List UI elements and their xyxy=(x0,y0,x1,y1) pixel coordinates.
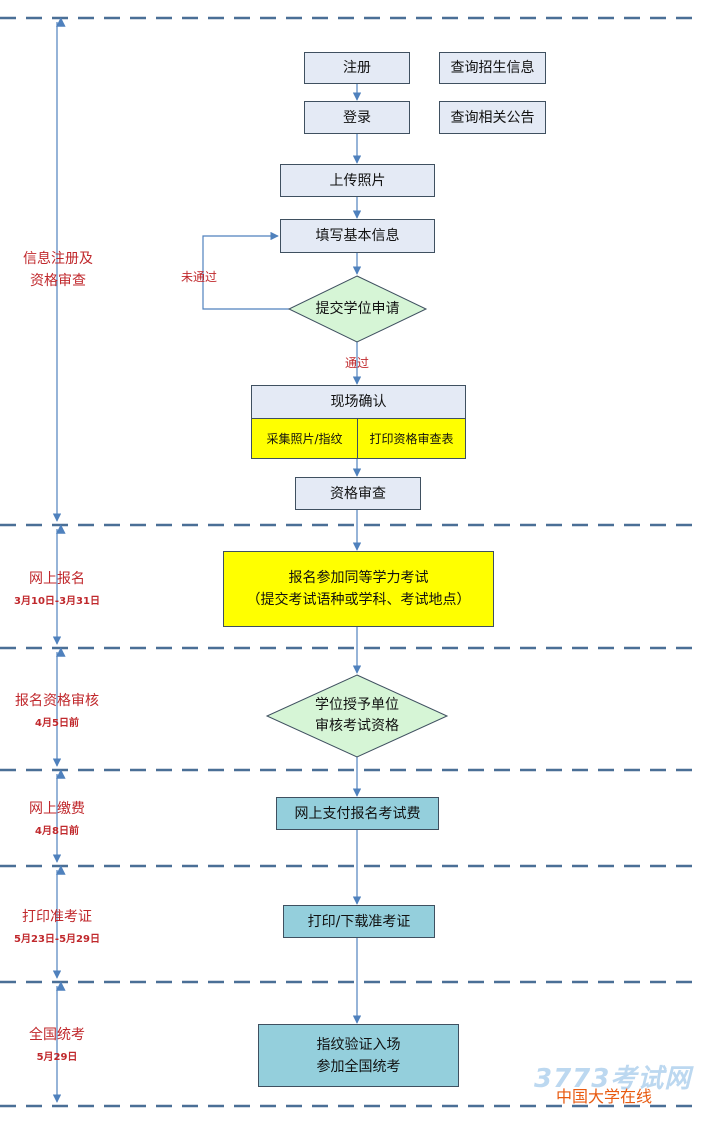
flow-connectors xyxy=(202,84,362,1024)
phase-title-exam: 全国统考 xyxy=(29,1027,85,1043)
watermark-site: 3773考试网 xyxy=(534,1064,692,1094)
pay-fee-label: 网上支付报名考试费 xyxy=(294,805,421,822)
phase-title-qualification: 报名资格审核 xyxy=(15,693,99,709)
watermark-brand: 中国大学在线 xyxy=(556,1087,653,1106)
phase-title-ticket: 打印准考证 xyxy=(22,909,92,925)
submit-degree-label: 提交学位申请 xyxy=(315,301,400,317)
login-label: 登录 xyxy=(343,109,371,126)
qualification-review-box: 资格审查 xyxy=(295,477,421,510)
exam-line2: 参加全国统考 xyxy=(316,1058,401,1075)
onsite-confirm-label: 现场确认 xyxy=(330,394,387,410)
phase-separators xyxy=(0,16,701,1108)
register-label: 注册 xyxy=(343,60,371,76)
exam-box: 指纹验证入场 参加全国统考 xyxy=(258,1024,459,1087)
print-ticket-label: 打印/下载准考证 xyxy=(307,913,411,930)
phase-date-payment: 4月8日前 xyxy=(35,826,79,837)
print-form-box: 打印资格审查表 xyxy=(357,418,466,459)
fill-info-box: 填写基本信息 xyxy=(280,219,435,253)
not-passed-label: 未通过 xyxy=(181,270,218,284)
unit-review-line1: 学位授予单位 xyxy=(315,697,399,713)
print-ticket-box: 打印/下载准考证 xyxy=(283,905,435,938)
passed-label: 通过 xyxy=(345,356,370,370)
exam-line1: 指纹验证入场 xyxy=(316,1036,401,1053)
print-form-label: 打印资格审查表 xyxy=(369,431,454,446)
fill-info-label: 填写基本信息 xyxy=(315,228,400,244)
pay-fee-box: 网上支付报名考试费 xyxy=(276,797,439,830)
collect-photo-box: 采集照片/指纹 xyxy=(251,418,358,459)
onsite-confirm-box: 现场确认 xyxy=(251,385,466,419)
login-box: 登录 xyxy=(304,101,410,134)
upload-photo-label: 上传照片 xyxy=(329,172,386,189)
unit-review-label: 学位授予单位 审核考试资格 xyxy=(287,695,427,737)
unit-review-line2: 审核考试资格 xyxy=(315,718,399,734)
query-admission-box: 查询招生信息 xyxy=(439,52,546,84)
upload-photo-box: 上传照片 xyxy=(280,164,435,197)
phase-date-qualification: 4月5日前 xyxy=(35,718,79,729)
qualification-review-label: 资格审查 xyxy=(330,485,386,502)
signup-line2: （提交考试语种或学科、考试地点） xyxy=(246,592,471,608)
submit-degree-diamond xyxy=(287,275,428,343)
query-notice-box: 查询相关公告 xyxy=(439,101,546,134)
signup-line1: 报名参加同等学力考试 xyxy=(288,570,429,586)
register-box: 注册 xyxy=(304,52,410,84)
collect-photo-label: 采集照片/指纹 xyxy=(266,431,343,446)
phase-title-signup: 网上报名 xyxy=(29,571,85,587)
connector-not-passed-loop xyxy=(202,231,289,310)
phase-title-registration: 信息注册及 资格审查 xyxy=(23,251,93,289)
signup-box: 报名参加同等学力考试 （提交考试语种或学科、考试地点） xyxy=(223,551,494,627)
query-admission-label: 查询招生信息 xyxy=(450,60,535,76)
query-notice-label: 查询相关公告 xyxy=(450,109,535,126)
phase-date-signup: 3月10日-3月31日 xyxy=(14,596,100,607)
unit-review-diamond xyxy=(265,674,449,758)
phase-date-ticket: 5月23日-5月29日 xyxy=(14,934,100,945)
phase-title-payment: 网上缴费 xyxy=(29,801,85,817)
phase-date-exam: 5月29日 xyxy=(36,1052,78,1063)
